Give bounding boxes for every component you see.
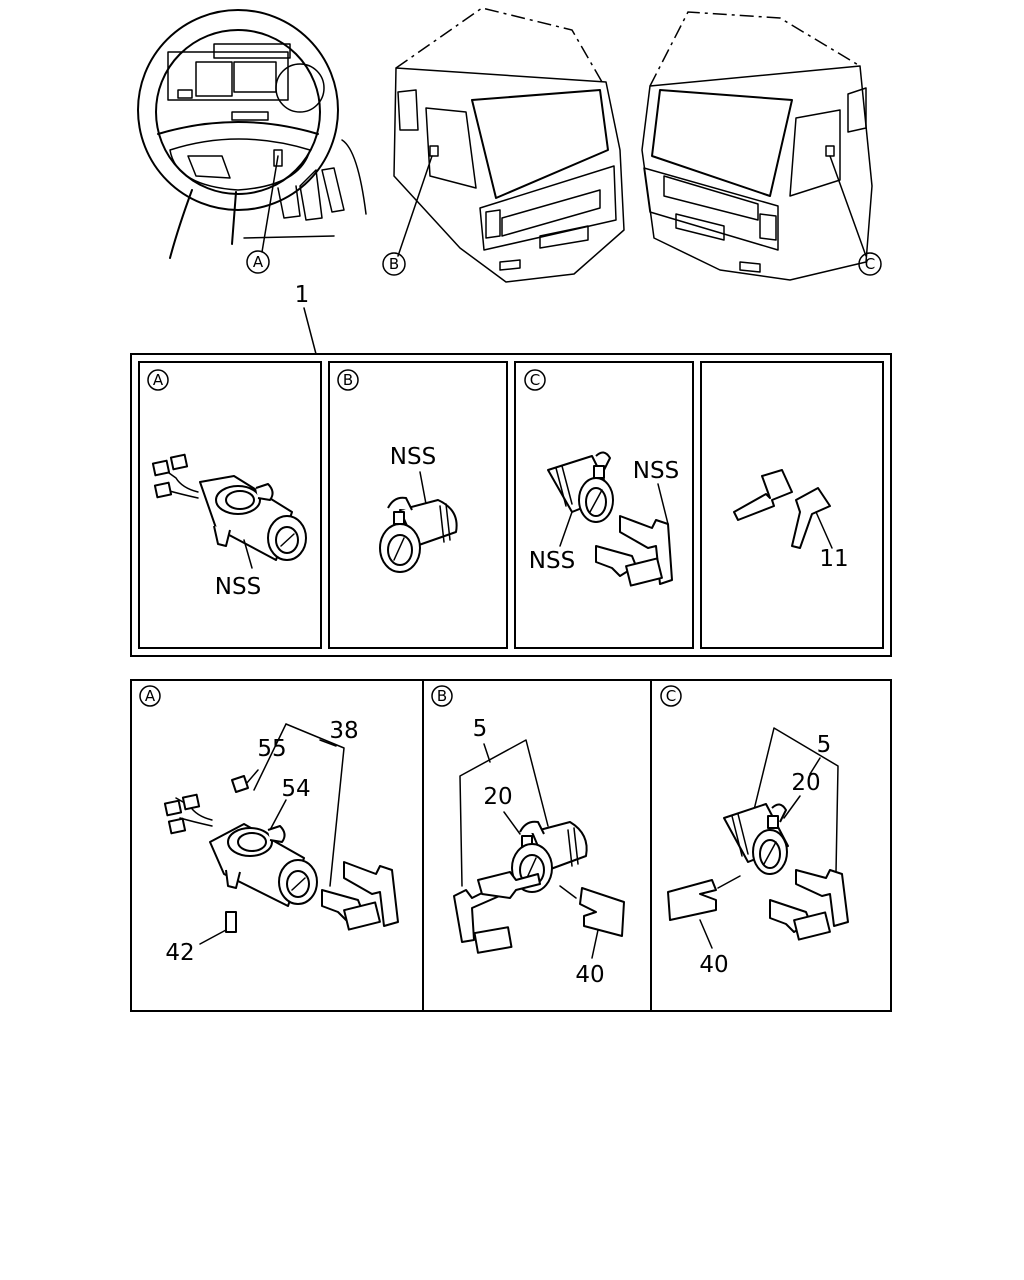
top-panel-c-label-left: NSS	[529, 548, 575, 574]
top-panel-keys-label: 11	[819, 546, 848, 572]
top-panel-a: A NSS	[138, 361, 322, 649]
bottom-panel-a-label-54: 54	[281, 776, 310, 802]
callout-b-marker: B	[389, 255, 399, 273]
bolt-42	[225, 911, 237, 933]
leader-55	[245, 769, 259, 785]
callout-a-marker: A	[253, 253, 264, 271]
clip-40-b	[579, 887, 625, 937]
cab-view-right: C	[641, 11, 882, 281]
top-panel-b: B NSS	[328, 361, 508, 649]
bottom-panel-a-label-42: 42	[165, 940, 194, 966]
top-panel-c-letter: C	[530, 371, 540, 389]
leader-5-b	[483, 743, 491, 763]
door-lock-cylinder-bottom-c	[723, 803, 789, 875]
key-pair-c	[595, 515, 673, 587]
key-pair-b	[453, 871, 541, 954]
leader-54	[269, 799, 287, 831]
group-number-label: 1	[295, 282, 310, 308]
key-pair-a	[321, 861, 399, 931]
top-panel-a-label: NSS	[215, 574, 261, 600]
group-number-leader	[303, 307, 317, 355]
top-panel-a-letter: A	[153, 371, 164, 389]
bracket-5-b	[459, 739, 549, 887]
leader-clip-b	[559, 885, 577, 899]
top-panel-c-label-right: NSS	[633, 458, 679, 484]
door-lock-cylinder-c	[547, 451, 614, 523]
leader-40-c	[699, 919, 713, 949]
bottom-panel-a: A 38 55 54 42	[139, 685, 399, 966]
leader-20-b	[503, 811, 521, 835]
bottom-panel-c-label-5: 5	[817, 732, 832, 758]
cab-view-left: B	[382, 7, 625, 283]
screw-55	[231, 775, 249, 793]
bottom-panel-b: B 5 20 40	[431, 685, 625, 988]
top-panel-b-letter: B	[343, 371, 353, 389]
key-pair-c-bottom	[769, 869, 849, 941]
leader-clip-c	[717, 875, 741, 889]
ignition-switch-assembly	[151, 453, 307, 561]
bracket-5-c	[751, 727, 839, 873]
top-panel-group-frame	[130, 353, 892, 657]
leader-20-c	[783, 795, 801, 819]
leader-40-b	[591, 929, 599, 959]
leader-5-c	[809, 757, 821, 775]
bottom-panel-a-letter: A	[145, 687, 156, 705]
bracket-38	[285, 723, 345, 887]
bottom-panel-c: C 5 20 40	[660, 685, 849, 978]
bottom-panel-a-label-55: 55	[257, 736, 286, 762]
door-lock-cylinder-b	[379, 496, 458, 573]
ignition-switch-assembly-bottom	[163, 793, 318, 907]
bottom-panel-a-label-38: 38	[329, 718, 358, 744]
leader-38-left	[253, 723, 287, 791]
top-panel-c: C NSS NSS	[514, 361, 694, 649]
bottom-panel-c-letter: C	[666, 687, 676, 705]
bottom-panel-b-label-20: 20	[483, 784, 512, 810]
bottom-panel-b-label-5: 5	[473, 716, 488, 742]
top-panel-keys: 11	[700, 361, 884, 649]
keys-11	[733, 469, 831, 549]
bottom-panel-c-label-20: 20	[791, 770, 820, 796]
top-panel-b-label: NSS	[390, 444, 436, 470]
clip-40-c	[667, 879, 717, 921]
bottom-panel-b-letter: B	[437, 687, 447, 705]
bottom-panel-group-frame	[130, 679, 892, 1012]
callout-c-marker: C	[865, 255, 875, 273]
bottom-panel-b-label-40: 40	[575, 962, 604, 988]
leader-42	[199, 929, 227, 945]
steering-wheel-view: A	[137, 9, 367, 274]
bottom-panel-c-label-40: 40	[699, 952, 728, 978]
leader-38-top	[319, 739, 337, 747]
